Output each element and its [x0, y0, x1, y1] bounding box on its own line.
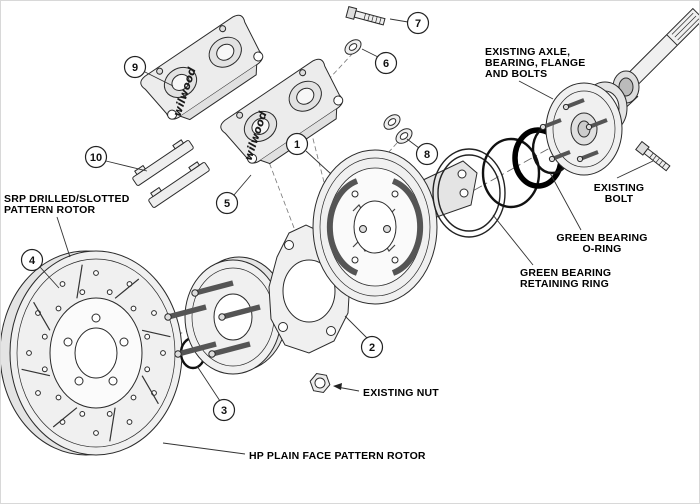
callout-6: 6 — [361, 48, 398, 75]
existing-nut-part — [309, 373, 331, 393]
bracket-center-hole — [282, 259, 336, 323]
callout-2: 2 — [344, 315, 384, 359]
svg-text:GREEN BEARING: GREEN BEARING — [520, 267, 611, 279]
hold-down-pin — [383, 225, 391, 233]
label-green-bearing-retaining-ring: GREEN BEARING RETAINING RING — [492, 214, 611, 290]
brake-shoe-right — [391, 178, 424, 276]
bearing-race-ring — [481, 137, 541, 209]
callout-5: 5 — [215, 174, 252, 215]
rotor-slots — [21, 264, 171, 442]
callout-5-number: 5 — [224, 198, 230, 210]
svg-text:HP PLAIN FACE PATTERN ROTOR: HP PLAIN FACE PATTERN ROTOR — [249, 450, 426, 462]
wheel-studs — [164, 280, 261, 358]
rotor-drilled-slotted — [1, 250, 183, 456]
callout-9: 9 — [123, 55, 174, 87]
caliper-bolt — [345, 5, 386, 26]
brake-pad — [148, 161, 210, 208]
rotor-center-bore — [74, 327, 118, 379]
label-hp-rotor: HP PLAIN FACE PATTERN ROTOR — [162, 442, 426, 462]
label-existing-bolt: EXISTING BOLT — [594, 160, 654, 205]
axle-flange-studs — [539, 98, 608, 163]
callout-3: 3 — [196, 365, 236, 422]
svg-text:EXISTING: EXISTING — [594, 182, 645, 194]
bolt-washer — [344, 39, 362, 55]
callout-10: 10 — [84, 145, 148, 172]
callout-3-number: 3 — [221, 405, 227, 417]
label-existing-nut: EXISTING NUT — [333, 383, 439, 399]
svg-text:SRP DRILLED/SLOTTED: SRP DRILLED/SLOTTED — [4, 193, 130, 205]
callout-1: 1 — [285, 132, 332, 175]
svg-text:GREEN BEARING: GREEN BEARING — [556, 232, 647, 244]
svg-text:EXISTING AXLE,: EXISTING AXLE, — [485, 46, 570, 58]
arrowhead — [333, 383, 342, 390]
svg-text:O-RING: O-RING — [582, 243, 621, 255]
existing-bolt — [635, 140, 671, 172]
callout-9-number: 9 — [132, 62, 138, 74]
callout-7-number: 7 — [415, 18, 421, 30]
callout-8-number: 8 — [424, 149, 430, 161]
callout-7: 7 — [389, 11, 430, 35]
callout-4: 4 — [20, 248, 60, 289]
label-existing-axle: EXISTING AXLE, BEARING, FLANGE AND BOLTS — [485, 46, 585, 100]
callout-4-number: 4 — [29, 255, 36, 267]
callout-2-number: 2 — [369, 342, 375, 354]
label-srp-rotor: SRP DRILLED/SLOTTED PATTERN ROTOR — [4, 193, 130, 258]
axle-flange — [539, 82, 623, 176]
brake-pad — [132, 139, 194, 186]
hub-center-bore — [213, 293, 253, 341]
rotor-stud-holes — [63, 313, 129, 386]
callout-6-number: 6 — [383, 58, 389, 70]
callout-10-number: 10 — [90, 152, 102, 164]
shim-washers — [383, 114, 413, 144]
label-green-bearing-o-ring: GREEN BEARING O-RING — [549, 172, 647, 255]
backing-plate-center-hole — [353, 200, 397, 254]
svg-text:BEARING, FLANGE: BEARING, FLANGE — [485, 57, 585, 69]
green-bearing-retaining-ring — [432, 148, 506, 238]
hub-flange — [164, 256, 288, 375]
axle-assembly — [539, 7, 699, 176]
svg-text:AND BOLTS: AND BOLTS — [485, 68, 547, 80]
hold-down-pin — [359, 225, 367, 233]
axle-shaft — [624, 7, 699, 88]
brake-shoe-left — [326, 178, 359, 276]
brake-pads — [132, 139, 210, 208]
callout-8: 8 — [406, 138, 439, 166]
backing-plate-assembly — [312, 149, 438, 305]
svg-text:RETAINING RING: RETAINING RING — [520, 278, 609, 290]
svg-text:BOLT: BOLT — [605, 193, 634, 205]
svg-text:EXISTING NUT: EXISTING NUT — [363, 387, 439, 399]
callout-1-number: 1 — [294, 139, 300, 151]
svg-text:PATTERN ROTOR: PATTERN ROTOR — [4, 204, 95, 216]
